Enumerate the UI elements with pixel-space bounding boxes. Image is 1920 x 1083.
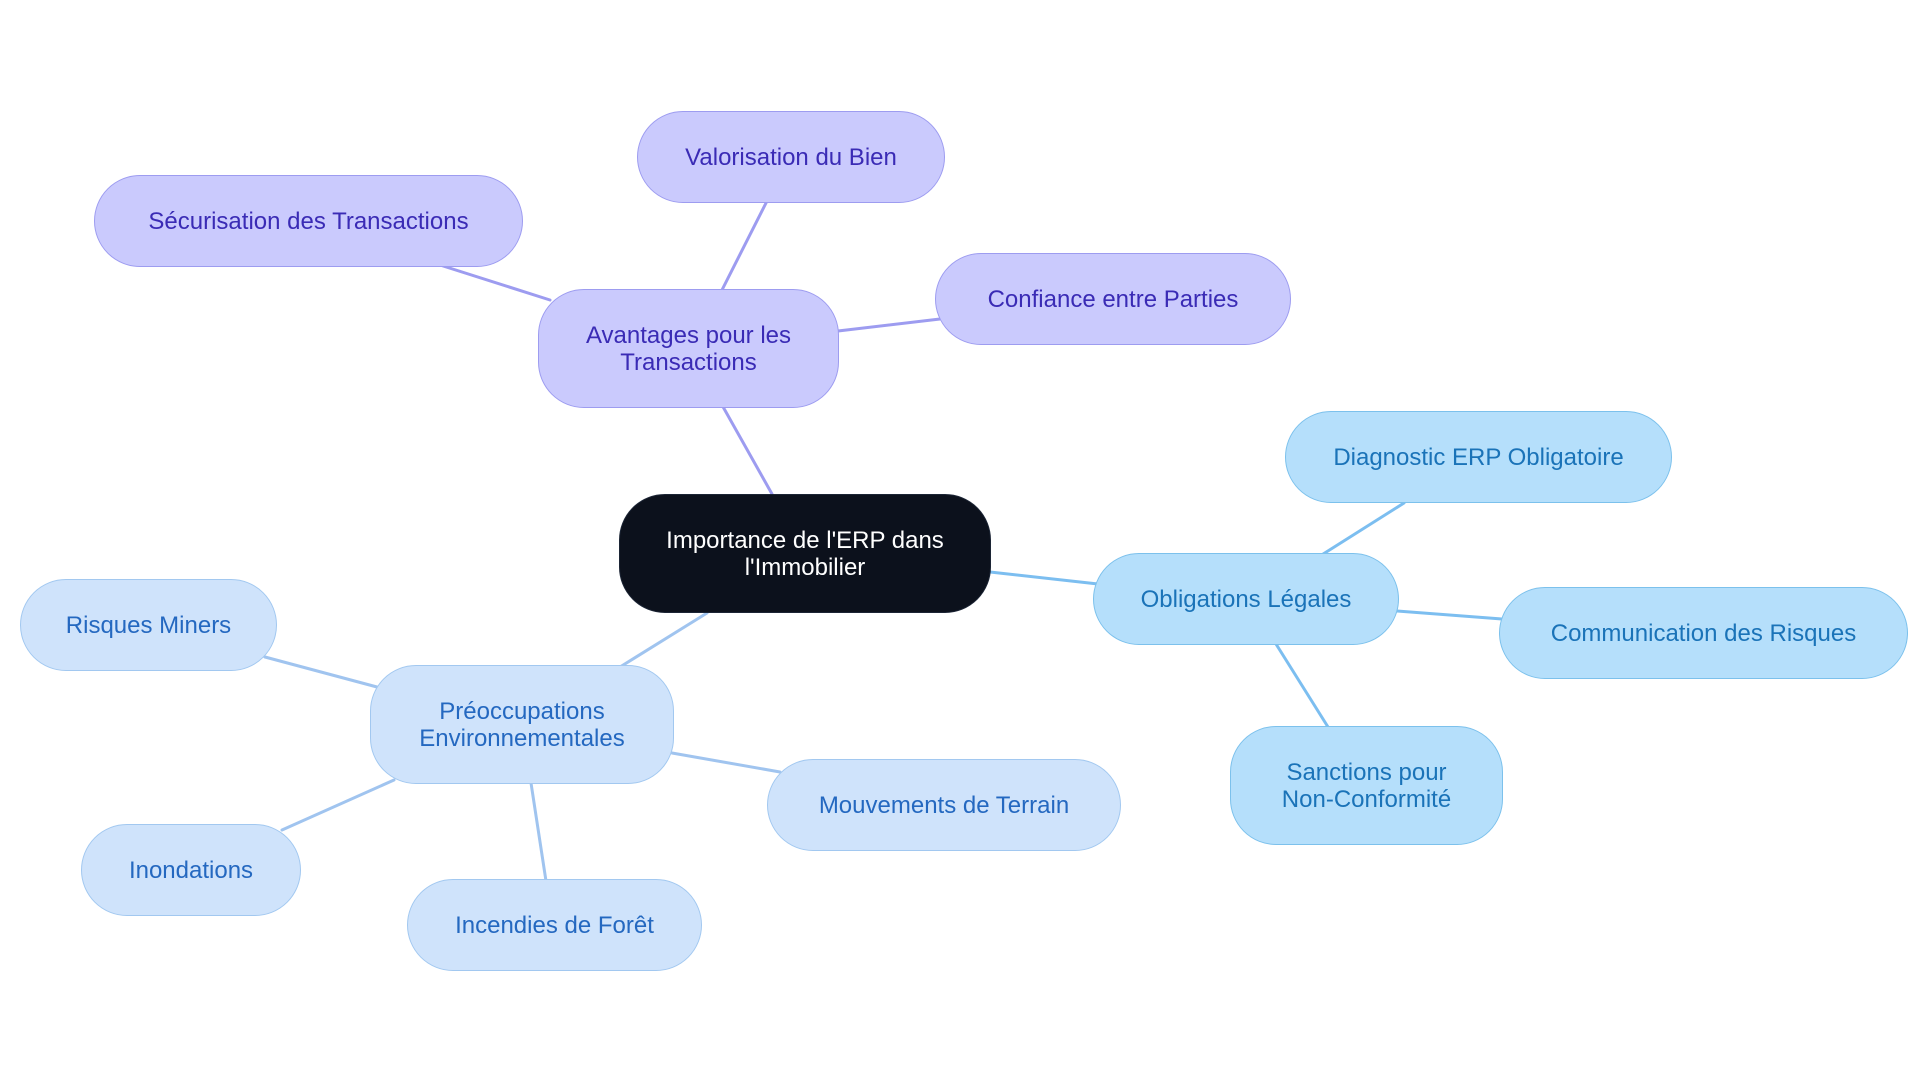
incendies-node[interactable]: Incendies de Forêt — [407, 879, 702, 971]
avantages-node[interactable]: Avantages pour les Transactions — [538, 289, 839, 408]
link-preoccupations-inondations — [280, 778, 396, 832]
root-node[interactable]: Importance de l'ERP dans l'Immobilier — [619, 494, 991, 613]
link-preoccupations-mouvements — [670, 751, 782, 774]
confiance-label: Confiance entre Parties — [987, 285, 1239, 313]
diagnostic-node[interactable]: Diagnostic ERP Obligatoire — [1285, 411, 1672, 503]
link-root-obligations — [988, 570, 1100, 586]
link-avantages-confiance — [836, 317, 942, 333]
risques-label: Risques Miners — [65, 611, 232, 639]
avantages-node-line2: Transactions — [620, 348, 757, 376]
link-root-preoccupations — [618, 611, 709, 669]
preoccupations-node[interactable]: Préoccupations Environnementales — [370, 665, 674, 784]
root-node-text: Importance de l'ERP dans l'Immobilier — [666, 527, 944, 581]
preoccupations-node-text: Préoccupations Environnementales — [419, 698, 624, 752]
communication-label: Communication des Risques — [1550, 619, 1857, 647]
inondations-label: Inondations — [128, 856, 254, 884]
preoccupations-line1: Préoccupations — [439, 697, 605, 725]
link-obligations-diagnostic — [1318, 501, 1406, 558]
obligations-label: Obligations Légales — [1140, 585, 1352, 613]
link-obligations-communication — [1395, 609, 1504, 621]
inondations-node[interactable]: Inondations — [81, 824, 301, 916]
securisation-label: Sécurisation des Transactions — [148, 207, 469, 235]
root-node-line2: l'Immobilier — [744, 553, 866, 581]
mouvements-node[interactable]: Mouvements de Terrain — [767, 759, 1121, 851]
link-avantages-securisation — [438, 263, 552, 302]
mouvements-label: Mouvements de Terrain — [818, 791, 1070, 819]
valorisation-label: Valorisation du Bien — [685, 143, 897, 171]
link-preoccupations-risques — [263, 655, 379, 689]
link-avantages-valorisation — [720, 199, 769, 292]
root-node-line1: Importance de l'ERP dans — [666, 526, 944, 554]
link-obligations-sanctions — [1274, 642, 1330, 729]
sanctions-node[interactable]: Sanctions pour Non-Conformité — [1230, 726, 1503, 845]
avantages-node-text: Avantages pour les Transactions — [586, 322, 791, 376]
diagnostic-label: Diagnostic ERP Obligatoire — [1333, 443, 1624, 471]
obligations-node[interactable]: Obligations Légales — [1093, 553, 1399, 645]
securisation-node[interactable]: Sécurisation des Transactions — [94, 175, 523, 267]
risques-node[interactable]: Risques Miners — [20, 579, 277, 671]
sanctions-node-text: Sanctions pour Non-Conformité — [1282, 759, 1451, 813]
confiance-node[interactable]: Confiance entre Parties — [935, 253, 1291, 345]
valorisation-node[interactable]: Valorisation du Bien — [637, 111, 945, 203]
preoccupations-line2: Environnementales — [419, 724, 625, 752]
link-preoccupations-incendies — [529, 781, 548, 883]
sanctions-line1: Sanctions pour — [1286, 758, 1447, 786]
communication-node[interactable]: Communication des Risques — [1499, 587, 1908, 679]
avantages-node-line1: Avantages pour les — [585, 321, 792, 349]
link-root-avantages — [720, 403, 774, 496]
incendies-label: Incendies de Forêt — [455, 911, 654, 939]
sanctions-line2: Non-Conformité — [1281, 785, 1452, 813]
